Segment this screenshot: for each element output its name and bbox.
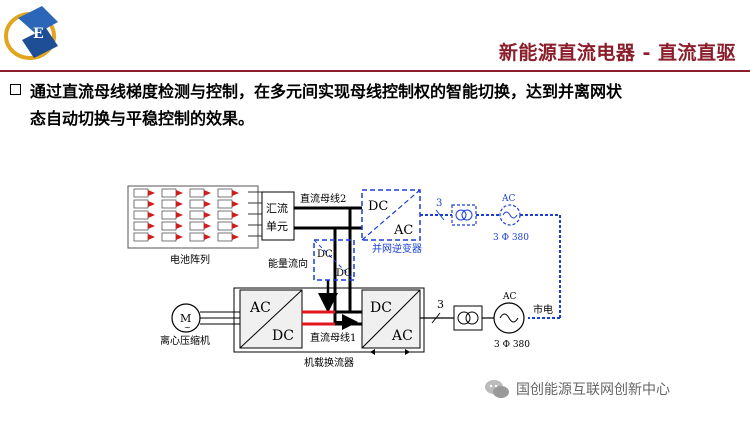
battery-array: 电池阵列 [127, 185, 262, 266]
combiner-unit: 汇流 单元 [261, 191, 295, 241]
battery-diode [232, 234, 239, 240]
combiner-label-1: 汇流 [266, 201, 288, 215]
battery-diode [204, 212, 211, 218]
ac-source-bottom-label: AC [502, 292, 516, 302]
battery-cell [189, 199, 205, 209]
ac-source-top-rating: 3 Φ 380 [493, 233, 529, 243]
battery-cells [133, 188, 239, 242]
battery-diode [148, 201, 155, 207]
battery-cell [217, 210, 233, 220]
ac-source-bottom-rating: 3 Φ 380 [494, 340, 530, 350]
grid-inverter-ac: AC [393, 223, 413, 238]
battery-cell [133, 210, 149, 220]
header-divider [0, 70, 750, 72]
dcdc-top: DC [317, 249, 333, 260]
battery-cell [133, 188, 149, 198]
grid-inverter-dc: DC [368, 199, 388, 214]
battery-diode [204, 190, 211, 196]
grid-conv-dc: DC [370, 300, 392, 316]
battery-diode [148, 223, 155, 229]
machine-converter-label: 机载换流器 [304, 356, 354, 369]
motor-label: 离心压缩机 [160, 334, 210, 347]
grid-inverter: DC AC 并网逆变器 [361, 189, 422, 255]
dcdc-converter: DC DC [313, 239, 355, 281]
dcdc-bottom: DC [336, 268, 352, 279]
battery-cell [161, 210, 177, 220]
battery-diode [232, 223, 239, 229]
transformer-top [451, 204, 477, 226]
motor: M ~ 离心压缩机 [160, 303, 240, 347]
battery-diode [176, 223, 183, 229]
motor-conv-dc: DC [272, 328, 294, 344]
battery-diode [176, 190, 183, 196]
battery-cell [133, 232, 149, 242]
svg-text:E: E [33, 26, 44, 42]
battery-cell [189, 188, 205, 198]
battery-cell [189, 232, 205, 242]
battery-diode [232, 201, 239, 207]
battery-diode [204, 234, 211, 240]
grid-label: 市电 [533, 303, 553, 316]
phase-slash-bottom [431, 312, 441, 324]
battery-diode [148, 234, 155, 240]
battery-diode [148, 190, 155, 196]
battery-diode [232, 212, 239, 218]
wechat-icon [485, 380, 509, 398]
bullet-line-2: 态自动切换与平稳控制的效果。 [30, 109, 255, 128]
grid-conv-ac: AC [391, 328, 413, 344]
grid-inverter-label: 并网逆变器 [372, 242, 422, 255]
battery-cell [217, 188, 233, 198]
battery-cell [189, 221, 205, 231]
battery-cell [161, 199, 177, 209]
grid-side-converter: DC AC [361, 289, 421, 349]
battery-diode [176, 201, 183, 207]
motor-symbol: M [180, 312, 191, 325]
battery-diode [232, 190, 239, 196]
transformer-bottom [453, 305, 483, 331]
bullet-text: 通过直流母线梯度检测与控制，在多元间实现母线控制权的智能切换，达到并离网状 态自… [30, 78, 730, 132]
svg-text:~: ~ [184, 323, 191, 332]
battery-cell [161, 221, 177, 231]
dc-bus2-label: 直流母线2 [300, 192, 346, 205]
machine-converter-frame [233, 287, 425, 353]
phase-count-bottom: 3 [437, 298, 444, 311]
motor-side-converter: AC DC [239, 289, 303, 349]
combiner-label-2: 单元 [266, 220, 288, 233]
phase-count-top: 3 [436, 198, 442, 209]
battery-cell [133, 221, 149, 231]
battery-diode [148, 212, 155, 218]
header-bar: E 新能源直流电器 - 直流直驱 [0, 0, 750, 68]
page-title: 新能源直流电器 - 直流直驱 [498, 42, 736, 64]
bullet-line-1: 通过直流母线梯度检测与控制，在多元间实现母线控制权的智能切换，达到并离网状 [30, 82, 623, 101]
battery-cell [189, 210, 205, 220]
phase-slash-top [435, 209, 445, 221]
battery-diode [204, 201, 211, 207]
battery-cell [133, 199, 149, 209]
bullet-icon [10, 84, 21, 95]
logo: E [4, 6, 58, 60]
dc-bus1-label: 直流母线1 [310, 331, 356, 344]
ac-source-top-label: AC [501, 194, 515, 204]
battery-cell [161, 188, 177, 198]
battery-diode [176, 212, 183, 218]
watermark: 国创能源互联网创新中心 [484, 376, 744, 404]
battery-label: 电池阵列 [170, 253, 210, 266]
battery-cell [217, 232, 233, 242]
watermark-text: 国创能源互联网创新中心 [516, 382, 670, 398]
energy-flow-label: 能量流向 [268, 257, 308, 270]
battery-cell [217, 221, 233, 231]
battery-diode [176, 234, 183, 240]
battery-cell [161, 232, 177, 242]
motor-conv-ac: AC [249, 300, 271, 316]
battery-diode [204, 223, 211, 229]
battery-cell [217, 199, 233, 209]
